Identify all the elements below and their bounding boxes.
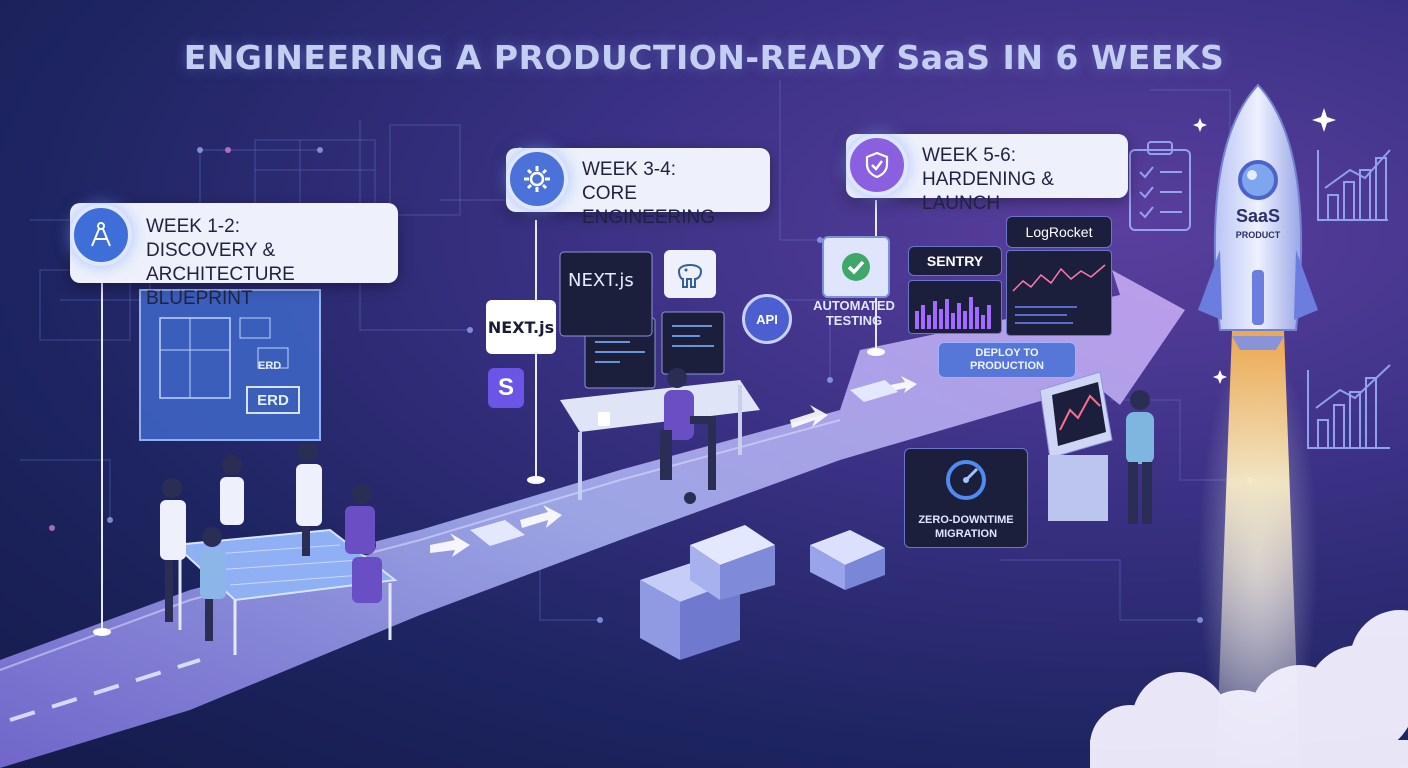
stripe-logo: S xyxy=(488,368,524,408)
logrocket-card: LogRocket xyxy=(1006,216,1112,248)
postgres-logo-card xyxy=(664,250,716,298)
operator-console xyxy=(1039,371,1154,524)
automated-testing-icon xyxy=(822,236,890,298)
session-dashboard-panel xyxy=(1006,250,1112,336)
compass-icon xyxy=(91,222,111,247)
clipboard-icon xyxy=(1129,141,1191,231)
growth-chart-icon xyxy=(1317,149,1391,221)
gauge-icon xyxy=(946,460,986,500)
pin-bases xyxy=(93,348,885,636)
phase-week-label: WEEK 5-6: xyxy=(922,145,1016,166)
nextjs-monitor-logo: NEXT.js xyxy=(568,270,634,291)
sparkles xyxy=(1193,108,1336,384)
phase-week-label: WEEK 3-4: xyxy=(582,159,676,180)
puzzle-blocks xyxy=(470,380,898,660)
sentry-card: SENTRY xyxy=(908,246,1002,276)
phase-week-label: WEEK 1-2: xyxy=(146,216,240,237)
phase-name-line1: CORE ENGINEERING xyxy=(582,183,716,228)
logrocket-label: LogRocket xyxy=(1025,224,1093,240)
shield-check-icon xyxy=(865,151,889,179)
metrics-dashboard-panel xyxy=(908,280,1002,334)
erd-label-large: ERD xyxy=(246,386,300,414)
phase-name-line1: HARDENING & LAUNCH xyxy=(922,169,1054,214)
bar-sparkline-icon xyxy=(915,297,991,329)
migration-card: ZERO-DOWNTIME MIGRATION xyxy=(904,448,1028,548)
team-people xyxy=(160,442,382,641)
blueprint-board xyxy=(139,289,321,441)
phase-pin-week-1-2 xyxy=(70,204,132,266)
rocket-exhaust xyxy=(1216,330,1300,768)
growth-chart-icon-2 xyxy=(1307,364,1391,449)
erd-label-small: ERD xyxy=(258,360,282,372)
rocket-sublabel: PRODUCT xyxy=(1235,230,1281,240)
phase-name-line1: DISCOVERY & xyxy=(146,240,276,261)
sentry-label: SENTRY xyxy=(926,253,984,269)
phase-name-line2: ARCHITECTURE BLUEPRINT xyxy=(146,264,295,309)
road-dashes xyxy=(9,658,201,722)
check-gear-icon xyxy=(842,253,870,281)
rocket-label: SaaS xyxy=(1235,206,1281,226)
line-sparkline-icon xyxy=(1012,264,1106,324)
migration-label: ZERO-DOWNTIME MIGRATION xyxy=(918,514,1014,540)
phase-pin-week-5-6 xyxy=(846,134,908,196)
deploy-to-production-button[interactable]: DEPLOY TO PRODUCTION xyxy=(938,342,1076,378)
page-title: ENGINEERING A PRODUCTION-READY SaaS IN 6… xyxy=(183,38,1225,77)
nextjs-logo-card: NEXT.js xyxy=(486,300,556,354)
path-arrows xyxy=(430,376,917,557)
elephant-icon xyxy=(677,264,703,288)
rocket xyxy=(1198,83,1318,350)
gear-icon xyxy=(524,166,550,192)
phase-pin-week-3-4 xyxy=(506,148,568,210)
developer-workstation xyxy=(559,251,760,504)
launch-clouds xyxy=(1090,610,1408,768)
api-gear-badge: API xyxy=(742,294,792,344)
automated-testing-label: AUTOMATED TESTING xyxy=(813,298,895,328)
